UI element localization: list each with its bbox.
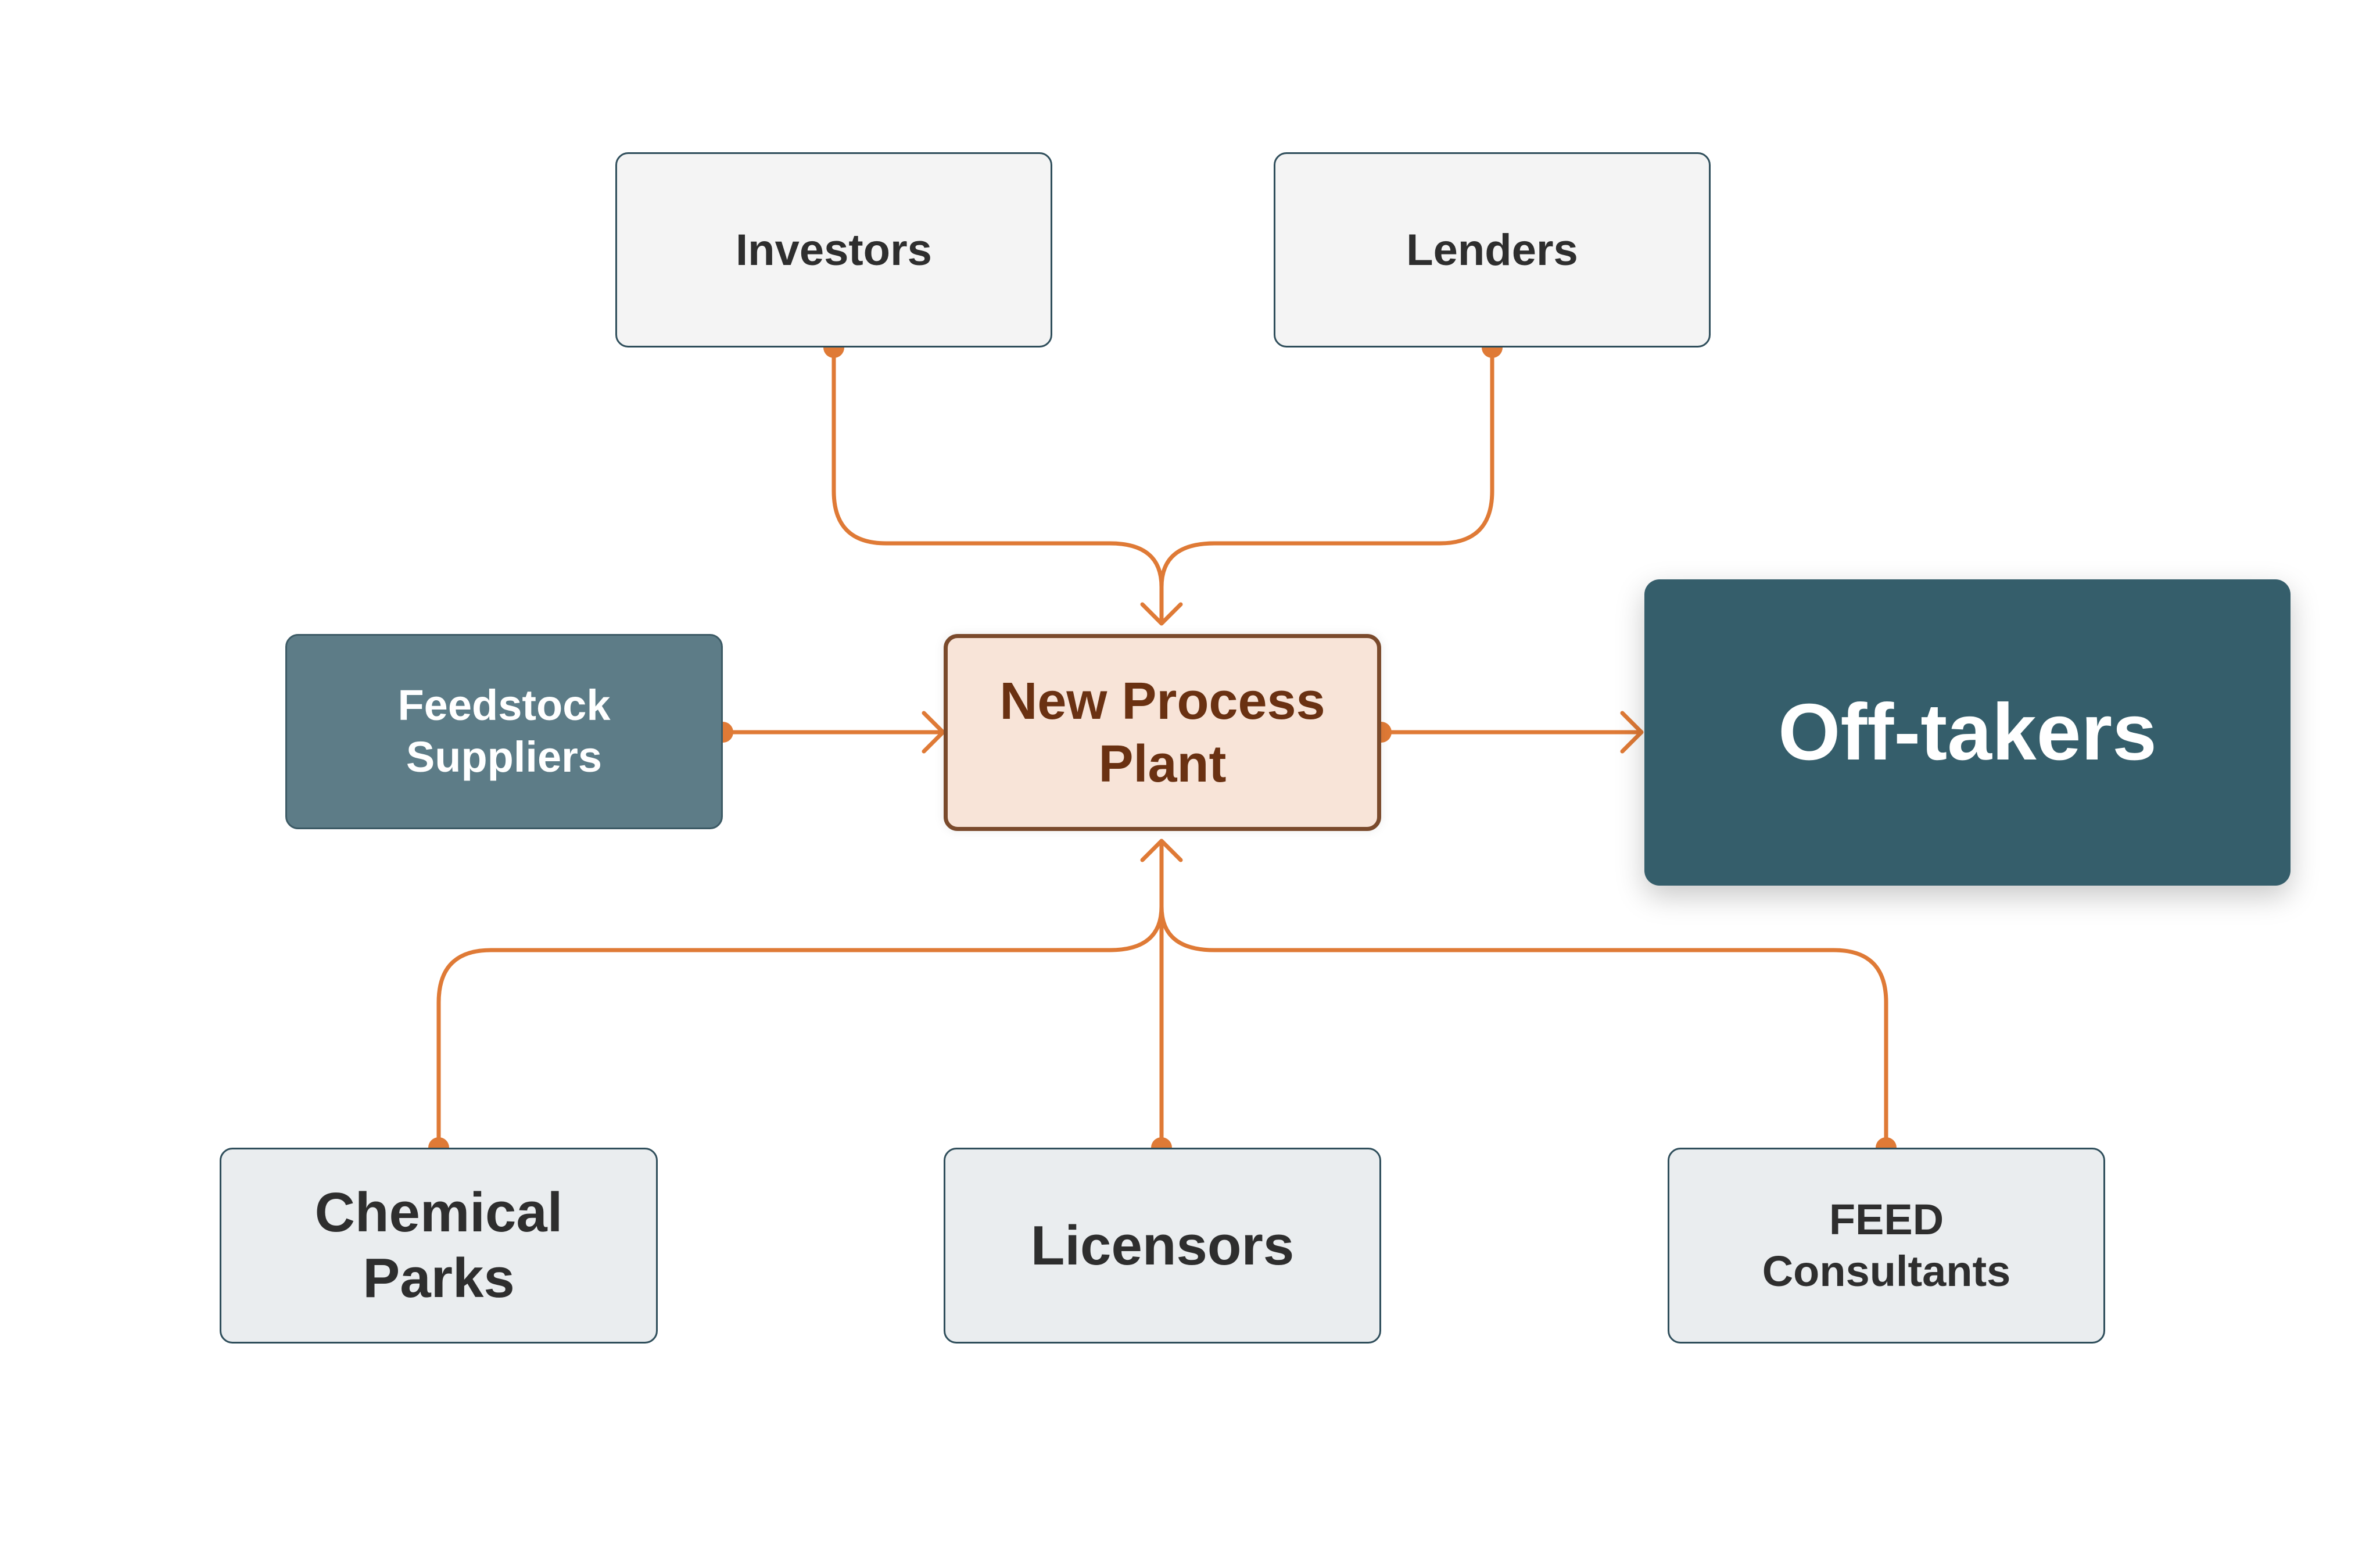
edge-feed-to-plant xyxy=(1159,904,1888,1150)
node-offtakers-label: Off-takers xyxy=(1778,687,2157,777)
node-new-process-plant: New Process Plant xyxy=(944,634,1381,831)
node-investors-label: Investors xyxy=(736,225,932,275)
node-feedstock-suppliers: Feedstock Suppliers xyxy=(285,634,723,829)
node-lenders: Lenders xyxy=(1274,152,1711,348)
edge-investors-to-plant xyxy=(831,345,1164,624)
node-licensors-label: Licensors xyxy=(1030,1214,1295,1277)
node-feed-label: FEED Consultants xyxy=(1762,1195,2011,1295)
arrowhead-plant-top xyxy=(1140,602,1183,626)
node-plant-label: New Process Plant xyxy=(999,672,1325,793)
node-chemical-parks: Chemical Parks xyxy=(220,1148,658,1344)
arrowhead-plant-left xyxy=(922,711,945,754)
edge-chemical-to-plant xyxy=(436,904,1164,1150)
arrowhead-plant-bottom xyxy=(1140,839,1183,862)
arrowhead-offtakers xyxy=(1620,711,1644,754)
node-feed-consultants: FEED Consultants xyxy=(1668,1148,2105,1344)
node-licensors: Licensors xyxy=(944,1148,1381,1344)
node-investors: Investors xyxy=(615,152,1052,348)
node-off-takers: Off-takers xyxy=(1644,579,2291,886)
edge-lenders-to-plant xyxy=(1159,345,1494,589)
node-lenders-label: Lenders xyxy=(1406,225,1578,275)
node-feedstock-label: Feedstock Suppliers xyxy=(397,681,611,781)
node-chemical-label: Chemical Parks xyxy=(314,1181,563,1309)
